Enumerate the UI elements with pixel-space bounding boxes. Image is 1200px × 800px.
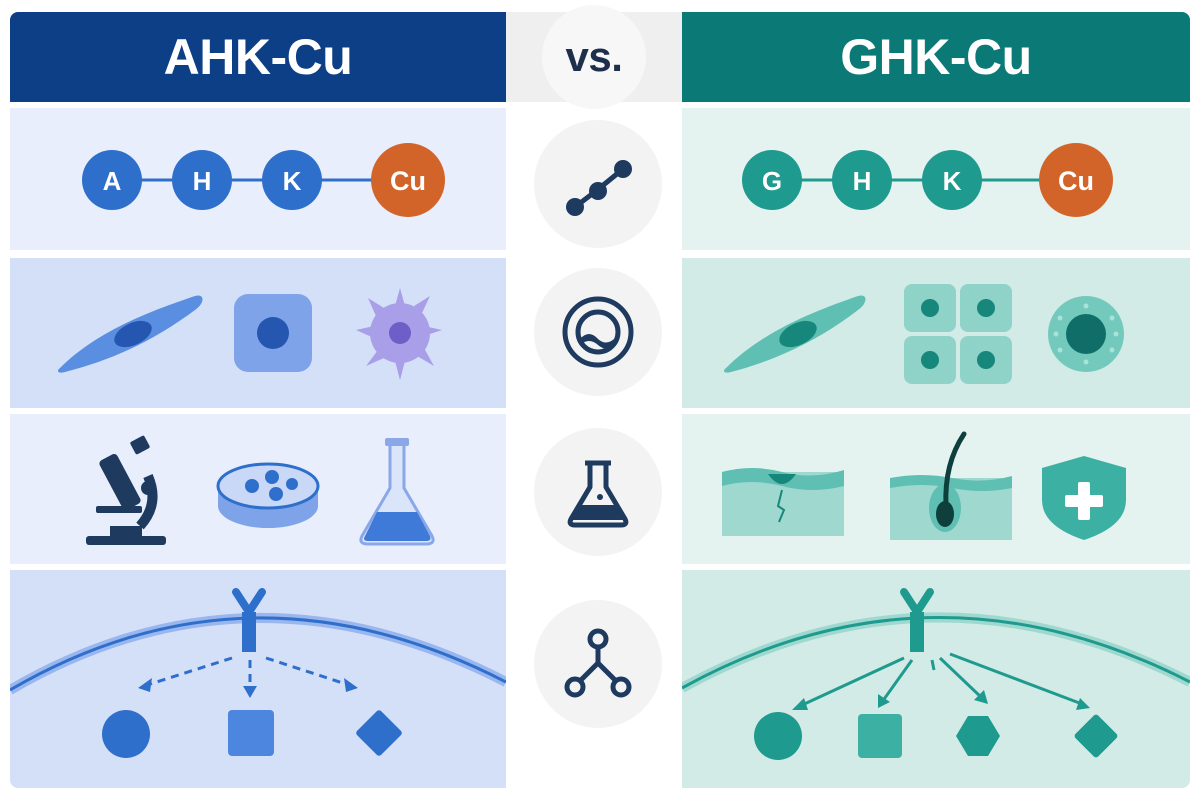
node-cu-label: Cu [1058,166,1094,196]
diamond-target-icon [356,710,402,756]
node-k-label: K [283,166,302,196]
right-application-icons [722,431,1126,540]
right-row-applications [682,414,1190,564]
stem-cell-icon [1048,296,1124,372]
keratinocyte-cluster-icon [904,284,1012,384]
vs-label: vs. [565,33,623,80]
center-lab-badge [534,428,662,556]
vs-header: vs. [506,5,682,109]
node-h-label: H [193,166,212,196]
target-cell-icon [562,296,634,368]
ahk-cu-header: AHK-Cu [10,12,506,102]
fibroblast-cell-icon [57,295,203,373]
pathway-branch-icon [564,628,632,698]
node-g: G [742,150,802,210]
right-cell-icons [723,284,1124,384]
molecule-chain-icon [566,160,632,216]
receptor-icon [232,588,266,652]
left-row-research [10,414,506,564]
skin-wound-icon [722,468,844,536]
node-a: A [82,150,142,210]
vs-badge: vs. [542,5,646,109]
shield-plus-icon [1042,456,1126,540]
flask-icon [567,460,629,528]
right-row-sequence: G H K Cu [682,108,1190,250]
arrow-heads [792,690,1090,710]
left-cell-icons [57,288,442,380]
ghk-signaling-diagram [679,588,1193,760]
ghk-cu-header: GHK-Cu [682,12,1190,102]
right-row-cells [682,258,1190,408]
receptor-icon [900,588,934,652]
node-h: H [832,150,892,210]
left-research-icons [86,435,435,546]
circle-target-icon [102,710,150,758]
flask-icon [359,438,435,546]
signal-arrows [799,652,1083,708]
node-cu: Cu [1039,143,1113,217]
square-cell-icon [234,294,312,372]
square-target-icon [228,710,274,756]
diamond-target-icon [1074,714,1118,758]
center-chain-badge [534,120,662,248]
ahk-signaling-diagram [7,588,509,758]
center-pathway-badge [534,600,662,728]
center-cell-badge [534,268,662,396]
node-a-label: A [103,166,122,196]
hair-follicle-icon [890,431,1012,540]
node-h: H [172,150,232,210]
ahk-chain-diagram: A H K Cu [82,143,445,217]
left-row-sequence: A H K Cu [10,108,506,250]
dendritic-cell-icon [356,288,442,380]
arrow-heads [138,678,358,698]
left-row-signaling [7,570,509,788]
microscope-icon [86,435,166,545]
node-g-label: G [762,166,782,196]
node-cu: Cu [371,143,445,217]
right-row-signaling [679,570,1193,788]
circle-target-icon [754,712,802,760]
petri-dish-icon [216,462,320,528]
ghk-cu-title: GHK-Cu [840,29,1032,85]
ahk-cu-title: AHK-Cu [163,29,353,85]
left-row-cells [10,258,506,408]
node-k-label: K [943,166,962,196]
node-k: K [262,150,322,210]
fibroblast-cell-icon [723,295,866,373]
square-target-icon [858,714,902,758]
hexagon-target-icon [956,716,1000,756]
ghk-chain-diagram: G H K Cu [742,143,1113,217]
node-h-label: H [853,166,872,196]
signal-arrows [143,656,353,690]
node-cu-label: Cu [390,166,426,196]
node-k: K [922,150,982,210]
